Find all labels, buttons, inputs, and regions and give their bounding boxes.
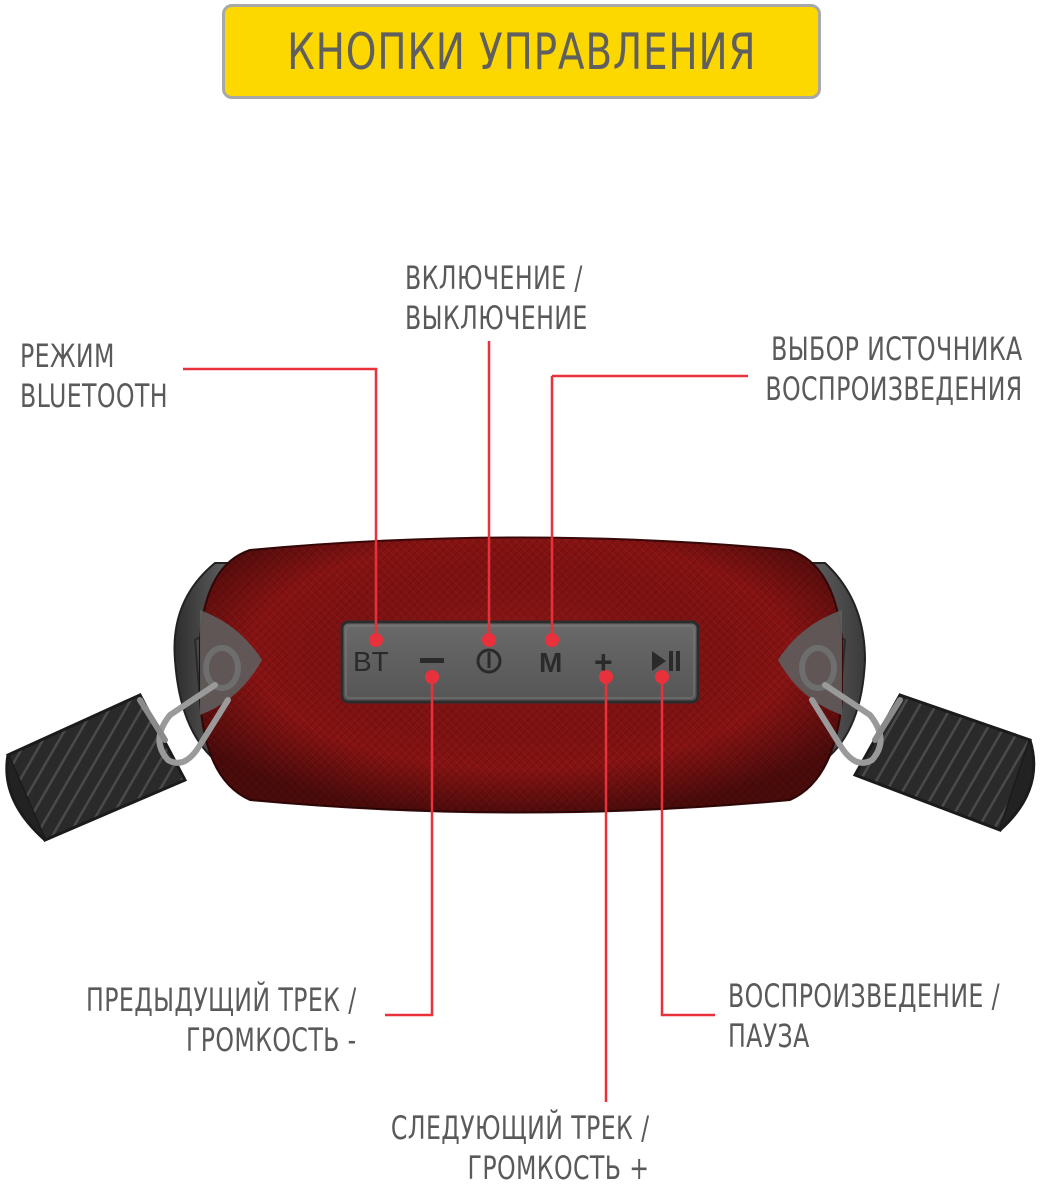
label-play: ВОСПРОИЗВЕДЕНИЕ /ПАУЗА — [728, 977, 1000, 1055]
left-strap — [5, 693, 188, 842]
power-button[interactable] — [476, 648, 502, 674]
plus-button[interactable]: + — [594, 644, 613, 680]
dot-bluetooth — [369, 633, 383, 647]
dot-play — [655, 670, 669, 684]
title-banner: КНОПКИ УПРАВЛЕНИЯ — [222, 4, 821, 99]
callout-line-prev — [385, 680, 434, 1017]
bt-button[interactable]: BT — [353, 646, 389, 677]
minus-button[interactable] — [420, 658, 444, 663]
control-panel — [340, 620, 700, 704]
callout-line-play — [660, 680, 715, 1017]
dot-next — [599, 670, 613, 684]
callout-lines — [183, 341, 748, 1102]
right-strap — [852, 693, 1036, 832]
play-pause-icon — [652, 651, 666, 671]
label-prev: ПРЕДЫДУЩИЙ ТРЕК /ГРОМКОСТЬ - — [86, 981, 357, 1059]
mode-button[interactable]: M — [539, 647, 562, 678]
page-title: КНОПКИ УПРАВЛЕНИЯ — [286, 22, 757, 81]
play-pause-button[interactable] — [652, 651, 680, 671]
dot-prev — [425, 670, 439, 684]
dot-power — [482, 633, 496, 647]
label-power: ВКЛЮЧЕНИЕ /ВЫКЛЮЧЕНИЕ — [405, 259, 588, 337]
dot-source — [545, 633, 559, 647]
callout-dots — [369, 633, 669, 684]
label-next: СЛЕДУЮЩИЙ ТРЕК /ГРОМКОСТЬ + — [390, 1109, 649, 1187]
right-carabiner — [799, 645, 903, 766]
callout-line-bluetooth — [183, 367, 378, 638]
left-carabiner — [137, 645, 241, 766]
